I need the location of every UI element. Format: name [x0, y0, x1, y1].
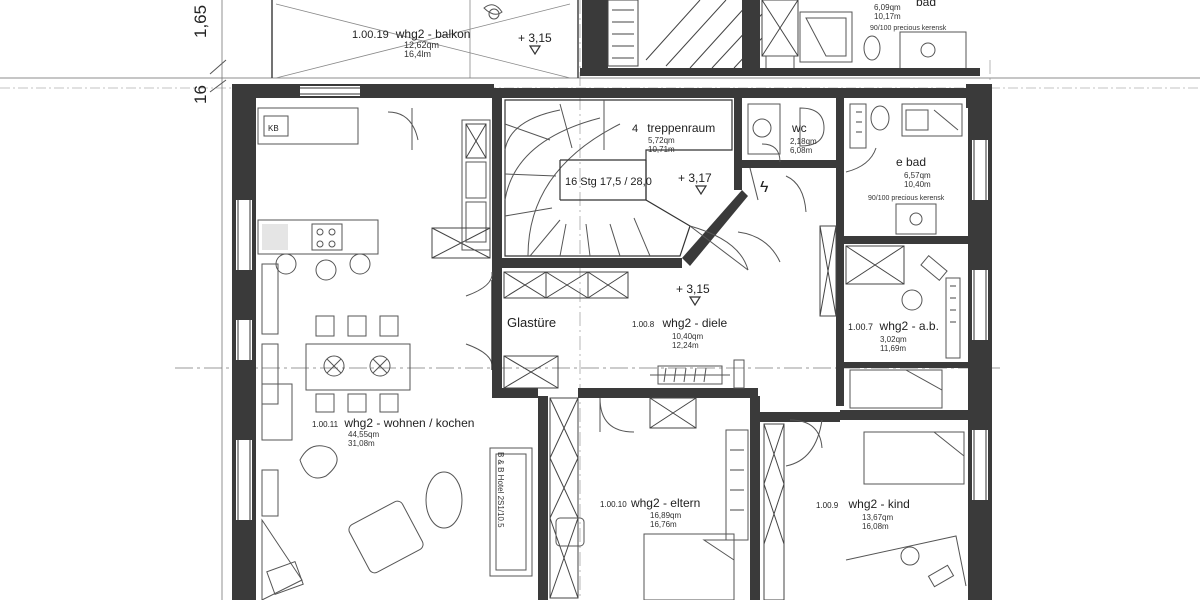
- bath-top-area-m: 10,17m: [874, 12, 901, 21]
- kb-label: KB: [268, 124, 279, 133]
- storage-area-m: 11,69m: [880, 344, 906, 353]
- exterior-walls: [232, 84, 992, 600]
- balcony-room-name: whg2 - balkon: [395, 27, 471, 41]
- living-room-id: 1.00.11: [312, 420, 339, 429]
- bath-area-m: 10,40m: [904, 180, 931, 189]
- bed-brand-label: B & B Hotel 2S1/10.5: [496, 452, 505, 528]
- bath-top-area-qm: 6,09qm: [874, 3, 901, 12]
- child-area-m: 16,08m: [862, 522, 889, 531]
- bath-shower-note: 90/100 precious kerensk: [868, 195, 945, 202]
- parents-room-fixtures: [549, 397, 749, 600]
- stairs-room-label: 4 treppenraum: [632, 121, 715, 135]
- living-furniture: [261, 445, 533, 600]
- level-marker-hall: [688, 296, 702, 307]
- glass-door-label: Glastüre: [507, 315, 556, 330]
- balcony-area-qm: 12,62qm: [404, 40, 439, 50]
- bath-top-shower-note: 90/100 precious kerensk: [870, 25, 947, 32]
- storage-room-label: 1.00.7 whg2 - a.b.: [848, 319, 939, 333]
- stairs-room-id: 4: [632, 123, 638, 135]
- bath-room-label: e bad: [896, 155, 926, 169]
- living-room-label: 1.00.11 whg2 - wohnen / kochen: [312, 416, 474, 430]
- dimension-top: 1,65: [191, 5, 210, 38]
- storage-fixtures: [845, 245, 961, 409]
- living-room-name: whg2 - wohnen / kochen: [343, 416, 474, 430]
- balcony-level: + 3,15: [518, 31, 552, 45]
- stairs-level: + 3,17: [678, 171, 712, 185]
- child-area-qm: 13,67qm: [862, 513, 893, 522]
- child-room-name: whg2 - kind: [847, 497, 909, 511]
- hall-level: + 3,15: [676, 282, 710, 296]
- parents-room-label: 1.00.10 whg2 - eltern: [600, 496, 700, 510]
- hall-room-name: whg2 - diele: [661, 316, 727, 330]
- dining-table: [261, 315, 411, 517]
- stair-spec-label: 16 Stg 17,5 / 28,0: [565, 176, 652, 188]
- stairs-area-m: 10,71m: [648, 145, 675, 154]
- living-area-m: 31,08m: [348, 439, 375, 448]
- upper-structure: [580, 0, 980, 76]
- bath-fixtures: [845, 103, 963, 235]
- staircase: [504, 99, 749, 271]
- bath-top-room-label: bad: [916, 0, 936, 9]
- level-marker-stairs: [694, 185, 708, 196]
- hall-room-id: 1.00.8: [632, 320, 655, 329]
- stairs-area-qm: 5,72qm: [648, 136, 675, 145]
- dimension-side: 16: [191, 85, 210, 104]
- electric-symbol: ϟ: [760, 179, 769, 196]
- stairs-room-name: treppenraum: [647, 121, 715, 135]
- child-room-id: 1.00.9: [816, 501, 839, 510]
- hall-room-label: 1.00.8 whg2 - diele: [632, 316, 728, 330]
- glass-door-symbol: [465, 271, 493, 370]
- wc-area-m: 6,08m: [790, 146, 813, 155]
- interior-walls: [492, 96, 970, 600]
- balcony-area: [271, 0, 579, 79]
- balcony-room-id: 1.00.19: [352, 29, 389, 41]
- hall-area-m: 12,24m: [672, 341, 699, 350]
- parents-room-id: 1.00.10: [600, 500, 627, 509]
- kitchen-fixtures: [257, 107, 491, 335]
- balcony-room-label: 1.00.19 whg2 - balkon: [352, 27, 470, 41]
- wc-fixtures: [747, 103, 825, 213]
- storage-room-id: 1.00.7: [848, 322, 873, 332]
- balcony-area-m: 16,4lm: [404, 49, 431, 59]
- storage-area-qm: 3,02qm: [880, 335, 907, 344]
- child-room-fixtures: [763, 419, 967, 600]
- wc-area-qm: 2,18qm: [790, 137, 817, 146]
- child-room-label: 1.00.9 whg2 - kind: [816, 497, 910, 511]
- parents-area-qm: 16,89qm: [650, 511, 681, 520]
- parents-room-name: whg2 - eltern: [630, 496, 700, 510]
- door-swings: [599, 231, 823, 449]
- bath-area-qm: 6,57qm: [904, 171, 931, 180]
- living-area-qm: 44,55qm: [348, 430, 379, 439]
- level-marker-balcony: [528, 45, 542, 56]
- hall-fixtures: [503, 225, 837, 389]
- parents-area-m: 16,76m: [650, 520, 677, 529]
- wc-room-label: wc: [791, 121, 807, 135]
- hall-area-qm: 10,40qm: [672, 332, 703, 341]
- storage-room-name: whg2 - a.b.: [879, 319, 939, 333]
